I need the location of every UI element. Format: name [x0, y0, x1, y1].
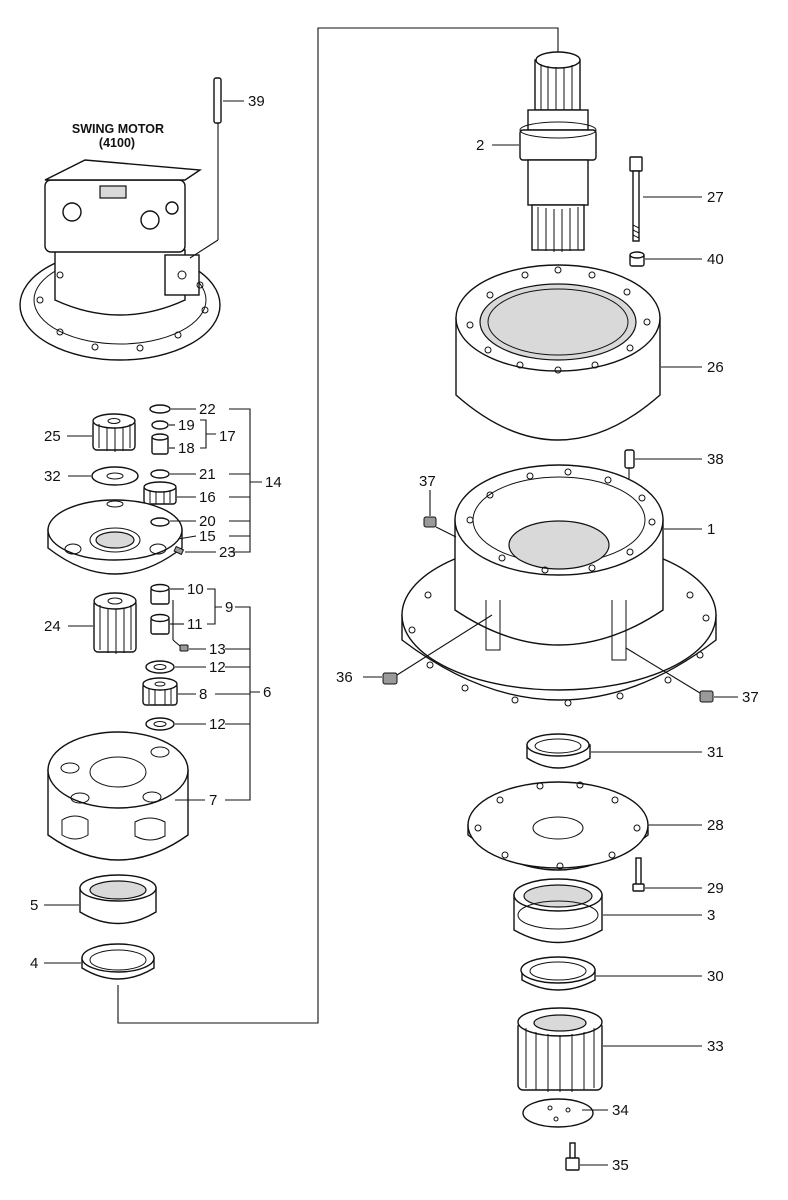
swing-motor-illustration	[19, 159, 221, 361]
callout-8: 8	[199, 686, 207, 703]
part-7-carrier	[47, 731, 205, 861]
callout-26: 26	[707, 359, 724, 376]
callout-38: 38	[707, 451, 724, 468]
part-16-gear	[143, 481, 196, 505]
callout-3: 3	[707, 907, 715, 924]
callout-17: 17	[219, 428, 236, 445]
callout-6: 6	[263, 684, 271, 701]
callout-2: 2	[476, 137, 484, 154]
part-10-bush	[150, 583, 184, 605]
part-24-gear	[68, 592, 137, 654]
part-21-ring	[150, 469, 196, 479]
part-22-ring	[149, 404, 196, 414]
leader-15	[177, 535, 197, 540]
callout-12b: 12	[209, 716, 226, 733]
part-18-pin	[151, 433, 175, 455]
part-30-seal	[520, 956, 702, 991]
part-34-plate	[522, 1098, 608, 1128]
callout-36: 36	[336, 669, 353, 686]
callout-24: 24	[44, 618, 61, 635]
callout-37a: 37	[419, 473, 436, 490]
part-15-carrier-plate	[47, 499, 183, 575]
callout-37b: 37	[742, 689, 759, 706]
part-8-gear	[142, 677, 196, 706]
part-2-shaft	[492, 51, 597, 252]
part-25-gear	[67, 413, 136, 452]
callout-20: 20	[199, 513, 216, 530]
callout-39: 39	[248, 93, 265, 110]
callout-33: 33	[707, 1038, 724, 1055]
callout-30: 30	[707, 968, 724, 985]
part-40-bush	[629, 251, 702, 267]
callout-21: 21	[199, 466, 216, 483]
callout-27: 27	[707, 189, 724, 206]
callout-28: 28	[707, 817, 724, 834]
part-12-washer-upper	[145, 660, 206, 674]
callout-22: 22	[199, 401, 216, 418]
part-33-pinion	[517, 1007, 702, 1092]
part-19-ring	[151, 420, 175, 430]
part-26-ring-gear	[455, 264, 702, 441]
part-37-setscrew-lower	[625, 647, 738, 703]
part-29-bolt	[632, 857, 702, 892]
bracket-9-inner	[207, 588, 222, 625]
callout-11: 11	[187, 616, 203, 633]
callout-16: 16	[199, 489, 216, 506]
callout-40: 40	[707, 251, 724, 268]
part-23-pin	[173, 545, 216, 556]
callout-9: 9	[225, 599, 233, 616]
callout-31: 31	[707, 744, 724, 761]
part-4-seal	[44, 943, 155, 980]
part-28-cover-plate	[467, 781, 702, 871]
part-13-pin	[172, 600, 206, 652]
callout-35: 35	[612, 1157, 629, 1174]
callout-7: 7	[209, 792, 217, 809]
part-5-bearing	[44, 874, 157, 925]
part-35-bolt	[565, 1142, 608, 1171]
bracket-6	[215, 606, 260, 801]
part-31-seal	[526, 733, 702, 769]
part-32-washer	[68, 466, 139, 486]
part-37-setscrew-upper	[423, 490, 457, 538]
callout-19: 19	[178, 417, 195, 434]
callout-10: 10	[187, 581, 204, 598]
part-12-washer-lower	[145, 717, 206, 731]
bracket-14	[229, 408, 262, 553]
part-36-plug	[363, 614, 493, 685]
part-11-bush	[150, 613, 184, 635]
callout-34: 34	[612, 1102, 629, 1119]
motor-title: SWING MOTOR	[72, 122, 164, 136]
motor-code: (4100)	[99, 136, 135, 150]
part-3-bearing	[513, 878, 702, 944]
part-1-housing	[401, 464, 717, 707]
callout-14: 14	[265, 474, 282, 491]
callout-13: 13	[209, 641, 226, 658]
assembly-path-line	[117, 27, 559, 1024]
bracket-17	[200, 419, 216, 449]
part-27-bolt	[629, 156, 702, 242]
callout-4: 4	[30, 955, 38, 972]
callout-15: 15	[199, 528, 216, 545]
callout-1: 1	[707, 521, 715, 538]
callout-12a: 12	[209, 659, 226, 676]
callout-29: 29	[707, 880, 724, 897]
callout-5: 5	[30, 897, 38, 914]
part-39-pin	[189, 77, 244, 259]
callout-32: 32	[44, 468, 61, 485]
callout-23: 23	[219, 544, 236, 561]
callout-25: 25	[44, 428, 61, 445]
callout-18: 18	[178, 440, 195, 457]
